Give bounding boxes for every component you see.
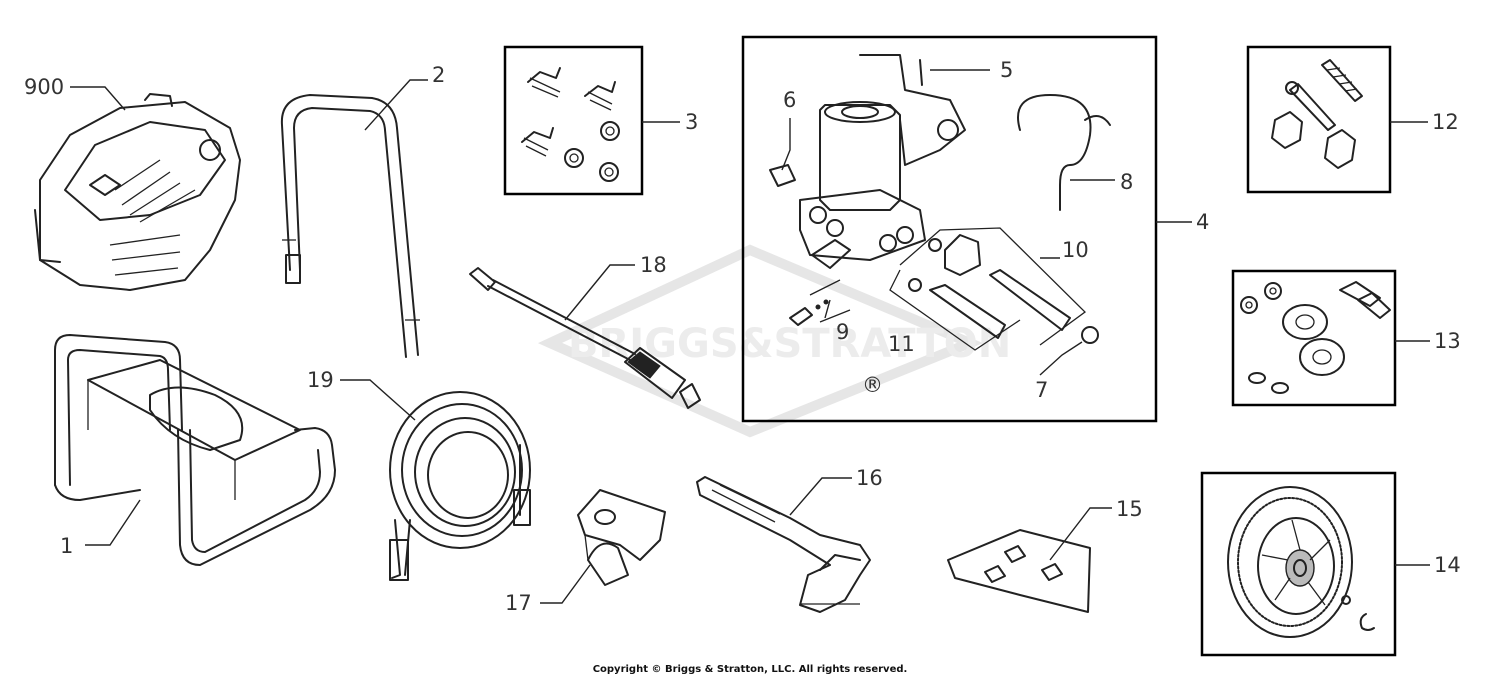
frame-part[interactable] (54, 334, 336, 566)
callout-900: 900 (24, 75, 64, 99)
callout-12: 12 (1432, 110, 1459, 134)
spray-gun-part[interactable] (696, 476, 871, 613)
pump-assembly-box-4 (741, 35, 1158, 423)
copyright-notice: Copyright © Briggs & Stratton, LLC. All … (592, 664, 908, 675)
hardware-kit-12[interactable] (1271, 59, 1363, 169)
callout-11: 11 (888, 332, 915, 356)
callout-14: 14 (1434, 553, 1461, 577)
hardware-kit-box-3 (503, 45, 644, 196)
nozzle-tips-15[interactable] (947, 529, 1091, 613)
callout-13: 13 (1434, 329, 1461, 353)
handle-part[interactable] (280, 94, 420, 358)
wheel-hardware-13[interactable] (1240, 281, 1391, 394)
callout-2: 2 (432, 63, 445, 87)
callout-6: 6 (783, 88, 796, 112)
hardware-kit-3[interactable] (521, 67, 620, 182)
callout-1: 1 (60, 534, 73, 558)
wheel-box-14 (1200, 471, 1397, 657)
spray-wand-part[interactable] (469, 267, 701, 409)
wheel-hardware-box-13 (1231, 269, 1397, 407)
callout-16: 16 (856, 466, 883, 490)
engine-part[interactable] (34, 93, 241, 291)
callout-8: 8 (1120, 170, 1133, 194)
callout-9: 9 (836, 320, 849, 344)
callout-5: 5 (1000, 58, 1013, 82)
wheel-part[interactable] (1227, 486, 1375, 638)
pump-assembly-part[interactable] (769, 54, 1111, 351)
callout-7: 7 (1035, 378, 1048, 402)
callout-4: 4 (1196, 210, 1209, 234)
gun-holder-part[interactable] (577, 489, 666, 586)
watermark-registered: ® (862, 373, 883, 397)
callout-17: 17 (505, 591, 532, 615)
callout-10: 10 (1062, 238, 1089, 262)
callout-19: 19 (307, 368, 334, 392)
callout-18: 18 (640, 253, 667, 277)
high-pressure-hose-part[interactable] (389, 391, 531, 581)
hardware-kit-box-12 (1246, 45, 1392, 194)
callout-3: 3 (685, 110, 698, 134)
callout-15: 15 (1116, 497, 1143, 521)
brand-watermark: BRIGGS&STRATTON ® (537, 244, 1011, 438)
